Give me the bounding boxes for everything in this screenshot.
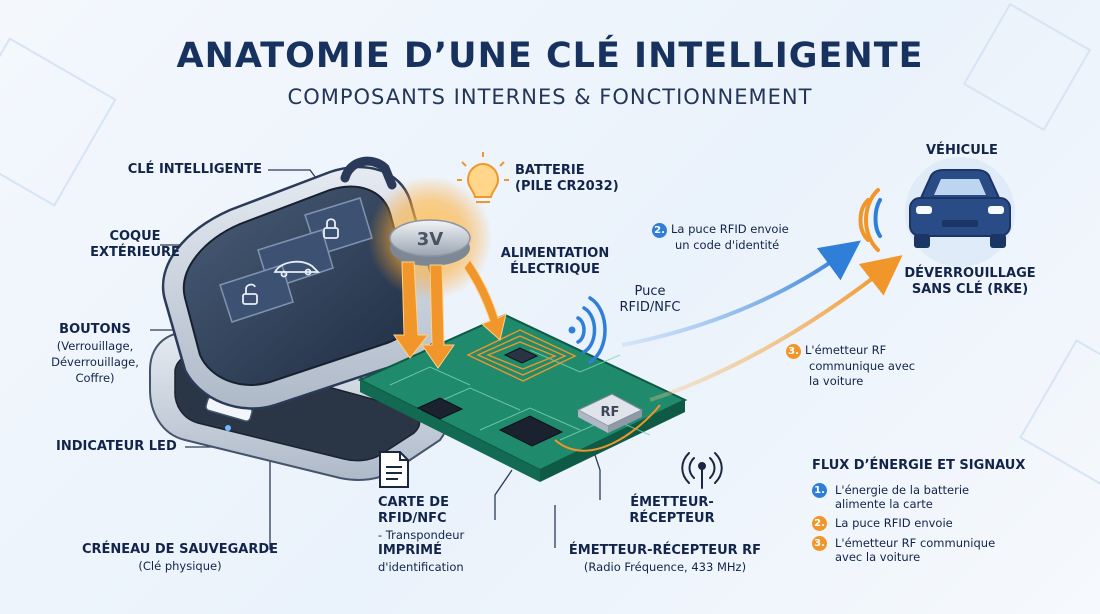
note-step-3: 3. L'émetteur RF communique avec la voitu… — [786, 343, 915, 389]
label-buttons: BOUTONS (Verrouillage, Déverrouillage, C… — [40, 322, 150, 386]
unlock-icon — [242, 283, 258, 305]
label-rf-transceiver-sub: (Radio Fréquence, 433 MHz) — [583, 560, 747, 574]
label-smart-key: CLÉ INTELLIGENTE — [127, 162, 262, 177]
label-backup-slot-title: CRÉNEAU DE SAUVEGARDE — [81, 542, 279, 557]
label-led: INDICATEUR LED — [56, 439, 177, 454]
label-rfid-chip: Puce RFID/NFC — [610, 284, 690, 316]
rfid-signal-arrow — [621, 240, 861, 347]
wifi-signal-icon — [568, 296, 607, 364]
flux-legend-title: FLUX D’ÉNERGIE ET SIGNAUX — [812, 458, 1026, 473]
label-backup-slot: CRÉNEAU DE SAUVEGARDE (Clé physique) — [80, 542, 280, 574]
page-title: ANATOMIE D’UNE CLÉ INTELLIGENTE — [176, 36, 924, 76]
antenna-icon — [681, 452, 723, 489]
label-rfid-board-line1: CARTE DE — [378, 495, 449, 510]
note-step-3-line3: la voiture — [809, 374, 864, 388]
energy-arrows — [393, 259, 507, 369]
label-vehicle: VÉHICULE — [926, 143, 998, 158]
label-power-line2: ÉLECTRIQUE — [510, 262, 600, 277]
microcontroller-chip — [498, 415, 564, 447]
note-step-3-line2: communique avec — [809, 359, 916, 373]
rf-module-label: RF — [601, 405, 620, 420]
flux-item-2: 2. La puce RFID envoie — [812, 516, 1082, 531]
flux-item-1-line2: alimente la carte — [835, 497, 933, 511]
label-rf-transceiver: ÉMETTEUR-RÉCEPTEUR RF (Radio Fréquence, … — [560, 543, 770, 575]
leader-carte — [494, 469, 513, 520]
label-keyless-unlock-line1: DÉVERROUILLAGE — [904, 266, 1036, 281]
label-transceiver: ÉMETTEUR- RÉCEPTEUR — [612, 495, 732, 527]
bulb-icon — [457, 152, 509, 203]
label-rfid-board: CARTE DE RFID/NFC - Transpondeur IMPRIMÉ… — [378, 495, 464, 575]
car-signal-waves — [858, 188, 882, 252]
label-power: ALIMENTATION ÉLECTRIQUE — [490, 246, 620, 278]
flux-item-3-line1: L'émetteur RF communique — [835, 536, 996, 550]
label-outer-shell-line2: EXTÉRIEURE — [90, 245, 180, 260]
label-keyless-unlock-line2: SANS CLÉ (RKE) — [911, 282, 1029, 297]
label-rfid-board-line4: IMPRIMÉ — [378, 543, 442, 558]
label-rfid-board-line5: d'identification — [378, 560, 464, 574]
trunk-car-icon — [273, 260, 321, 278]
label-transceiver-line2: RÉCEPTEUR — [629, 511, 715, 526]
label-battery-title: BATTERIE — [515, 163, 585, 178]
rfid-chip — [503, 347, 539, 364]
page-subtitle: COMPOSANTS INTERNES & FONCTIONNEMENT — [287, 85, 813, 109]
led-indicator — [225, 425, 231, 431]
label-outer-shell-line1: COQUE — [109, 229, 161, 244]
label-rfid-board-line2: RFID/NFC — [378, 511, 447, 526]
label-buttons-sub3: Coffre) — [75, 371, 115, 385]
label-rfid-board-line3: - Transpondeur — [378, 528, 465, 542]
label-keyless-unlock: DÉVERROUILLAGE SANS CLÉ (RKE) — [890, 266, 1050, 298]
flux-item-2-badge: 2. — [812, 516, 827, 531]
note-step-2-line1: La puce RFID envoie — [671, 222, 789, 236]
label-transceiver-line1: ÉMETTEUR- — [630, 495, 714, 510]
label-rfid-chip-line2: RFID/NFC — [619, 300, 681, 315]
label-buttons-title: BOUTONS — [59, 322, 131, 337]
battery-coin: 3V — [389, 219, 471, 266]
lock-icon — [323, 218, 339, 239]
flux-item-2-line1: La puce RFID envoie — [835, 516, 953, 530]
rf-signal-arrow — [649, 255, 903, 402]
label-battery: BATTERIE (PILE CR2032) — [515, 163, 619, 195]
car-icon — [905, 157, 1015, 267]
label-buttons-sub2: Déverrouillage, — [51, 355, 139, 369]
flux-item-3-badge: 3. — [812, 536, 827, 551]
note-step-3-line1: L'émetteur RF — [805, 343, 887, 357]
battery-voltage-mark: 3V — [417, 229, 444, 250]
label-buttons-sub1: (Verrouillage, — [56, 339, 134, 353]
label-rfid-chip-line1: Puce — [634, 284, 666, 299]
step-2-badge: 2. — [652, 223, 667, 238]
flux-legend-panel: FLUX D’ÉNERGIE ET SIGNAUX 1. L'énergie d… — [812, 458, 1082, 569]
flux-item-1-line1: L'énergie de la batterie — [835, 483, 970, 497]
label-battery-sub: (PILE CR2032) — [515, 179, 619, 194]
document-icon — [379, 451, 409, 488]
label-backup-slot-sub: (Clé physique) — [138, 559, 222, 573]
flux-item-3-line2: avec la voiture — [835, 550, 921, 564]
flux-item-1-badge: 1. — [812, 483, 827, 498]
note-step-2-line2: un code d'identité — [675, 238, 780, 252]
label-outer-shell: COQUE EXTÉRIEURE — [80, 229, 190, 261]
label-power-line1: ALIMENTATION — [500, 246, 610, 261]
label-rf-transceiver-title: ÉMETTEUR-RÉCEPTEUR RF — [568, 543, 762, 558]
step-3-badge: 3. — [786, 344, 801, 359]
note-step-2: 2. La puce RFID envoie un code d'identité — [652, 222, 789, 253]
